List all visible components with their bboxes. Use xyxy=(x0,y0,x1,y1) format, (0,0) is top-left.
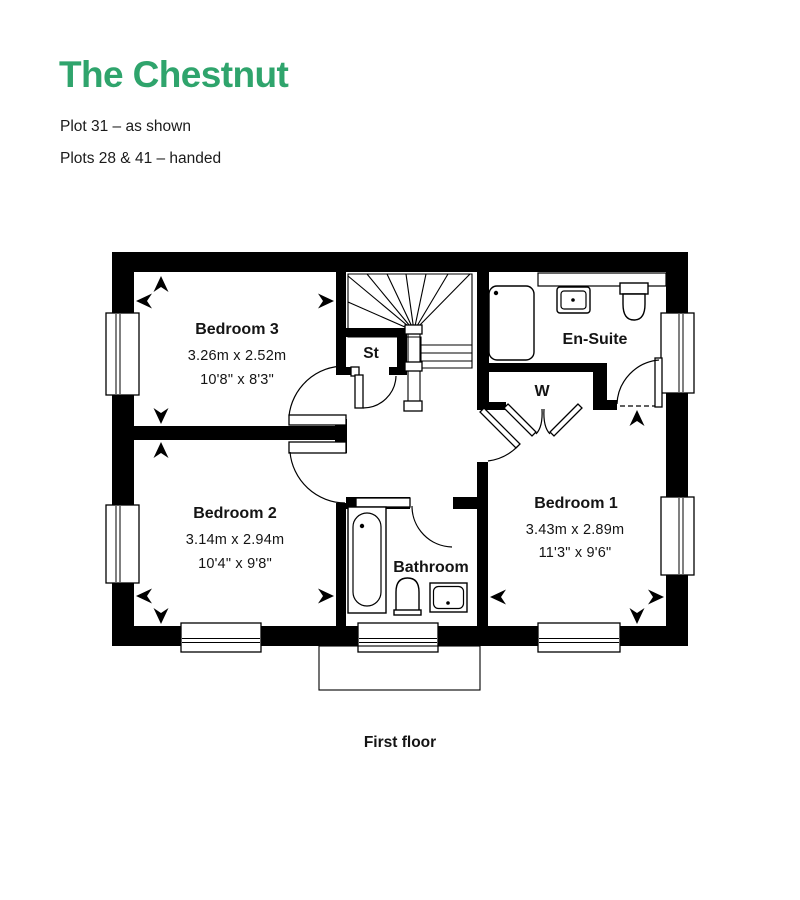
bedroom3-label: Bedroom 3 xyxy=(195,321,279,338)
window-ensuite-right xyxy=(660,312,695,394)
plot-subtitle-1: Plot 31 – as shown xyxy=(60,118,191,135)
shower-control xyxy=(493,290,499,296)
window-bed1-bottom xyxy=(537,622,621,653)
ensuite-label: En-Suite xyxy=(563,331,628,348)
dimension-arrow xyxy=(136,293,152,309)
bathroom-toilet-symbol xyxy=(393,577,422,616)
wall-wardrobe-post-right xyxy=(593,363,607,410)
window-bed3-left xyxy=(105,312,140,396)
wall-bathroom-top-stub xyxy=(453,497,477,509)
dimension-arrow xyxy=(153,442,169,458)
bedroom1-door xyxy=(479,407,521,462)
wall-ensuite-bottom xyxy=(489,363,600,372)
dimension-arrow xyxy=(648,589,664,605)
vanity-counter xyxy=(537,272,667,287)
bedroom3-imperial: 10'8" x 8'3" xyxy=(200,372,274,388)
ensuite-basin-symbol xyxy=(556,286,591,314)
wall-bathroom-bed1 xyxy=(477,497,488,646)
dimension-arrow xyxy=(153,276,169,292)
dimension-arrow xyxy=(629,410,645,426)
wall-stairs-ensuite xyxy=(477,272,489,410)
wardrobe-doors xyxy=(503,403,583,437)
plot-subtitle-2: Plots 28 & 41 – handed xyxy=(60,150,222,167)
bedroom3-metric: 3.26m x 2.52m xyxy=(188,348,287,364)
wall-store-right xyxy=(397,328,407,375)
bathroom-label: Bathroom xyxy=(393,559,469,576)
dimension-arrow xyxy=(318,588,334,604)
page-title: The Chestnut xyxy=(59,54,289,95)
wall-bed3-stairs xyxy=(336,272,346,375)
window-bed1-right xyxy=(660,496,695,576)
window-bed2-left xyxy=(105,504,140,584)
wall-wardrobe-stub-right xyxy=(607,400,617,410)
dimension-arrow xyxy=(136,588,152,604)
bedroom2-metric: 3.14m x 2.94m xyxy=(186,532,285,548)
bathroom-fixtures xyxy=(347,506,468,616)
stair-treads xyxy=(421,344,472,362)
stair-balustrade xyxy=(403,324,423,412)
store-door xyxy=(350,366,397,409)
wall-bed1-post xyxy=(477,462,488,497)
dimension-arrow xyxy=(318,293,334,309)
dimension-arrows xyxy=(136,276,664,624)
bedroom2-door xyxy=(288,441,347,504)
dimension-arrow xyxy=(153,408,169,424)
dimension-arrow xyxy=(153,608,169,624)
bedroom1-metric: 3.43m x 2.89m xyxy=(526,522,625,538)
bathroom-basin-symbol xyxy=(429,582,468,613)
wall-store-stub-left xyxy=(336,367,353,375)
windows xyxy=(105,312,695,653)
dimension-arrow xyxy=(629,608,645,624)
stair-winders xyxy=(347,273,471,332)
wall-store-stub-right xyxy=(389,367,407,375)
shower-symbol xyxy=(488,285,535,361)
ensuite-toilet-symbol xyxy=(619,282,649,321)
wardrobe-label: W xyxy=(534,383,550,400)
bedroom2-label: Bedroom 2 xyxy=(193,505,277,522)
window-bathroom-bottom xyxy=(357,622,439,653)
bedroom1-label: Bedroom 1 xyxy=(534,495,618,512)
wall-left xyxy=(112,252,134,646)
wall-store-top xyxy=(346,328,407,337)
wall-top xyxy=(112,252,688,272)
porch-outline xyxy=(318,645,481,691)
wall-bed2-bathroom xyxy=(336,503,346,646)
room-labels: Bedroom 3 3.26m x 2.52m 10'8" x 8'3" Bed… xyxy=(186,321,628,576)
doors xyxy=(288,357,663,548)
window-bed2-bottom xyxy=(180,622,262,653)
ensuite-fixtures xyxy=(488,272,667,361)
floor-caption: First floor xyxy=(364,734,436,751)
ensuite-door xyxy=(616,357,663,408)
bedroom3-door xyxy=(288,365,347,426)
bedroom2-imperial: 10'4" x 9'8" xyxy=(198,556,272,572)
wall-right xyxy=(666,252,688,646)
dimension-arrow xyxy=(490,589,506,605)
staircase xyxy=(347,273,473,412)
bath-symbol xyxy=(347,506,387,614)
bedroom1-imperial: 11'3" x 9'6" xyxy=(539,545,612,561)
wall-wardrobe-stub-left xyxy=(489,402,506,410)
wall-bed3-bed2 xyxy=(130,426,347,440)
store-label: St xyxy=(363,345,379,362)
